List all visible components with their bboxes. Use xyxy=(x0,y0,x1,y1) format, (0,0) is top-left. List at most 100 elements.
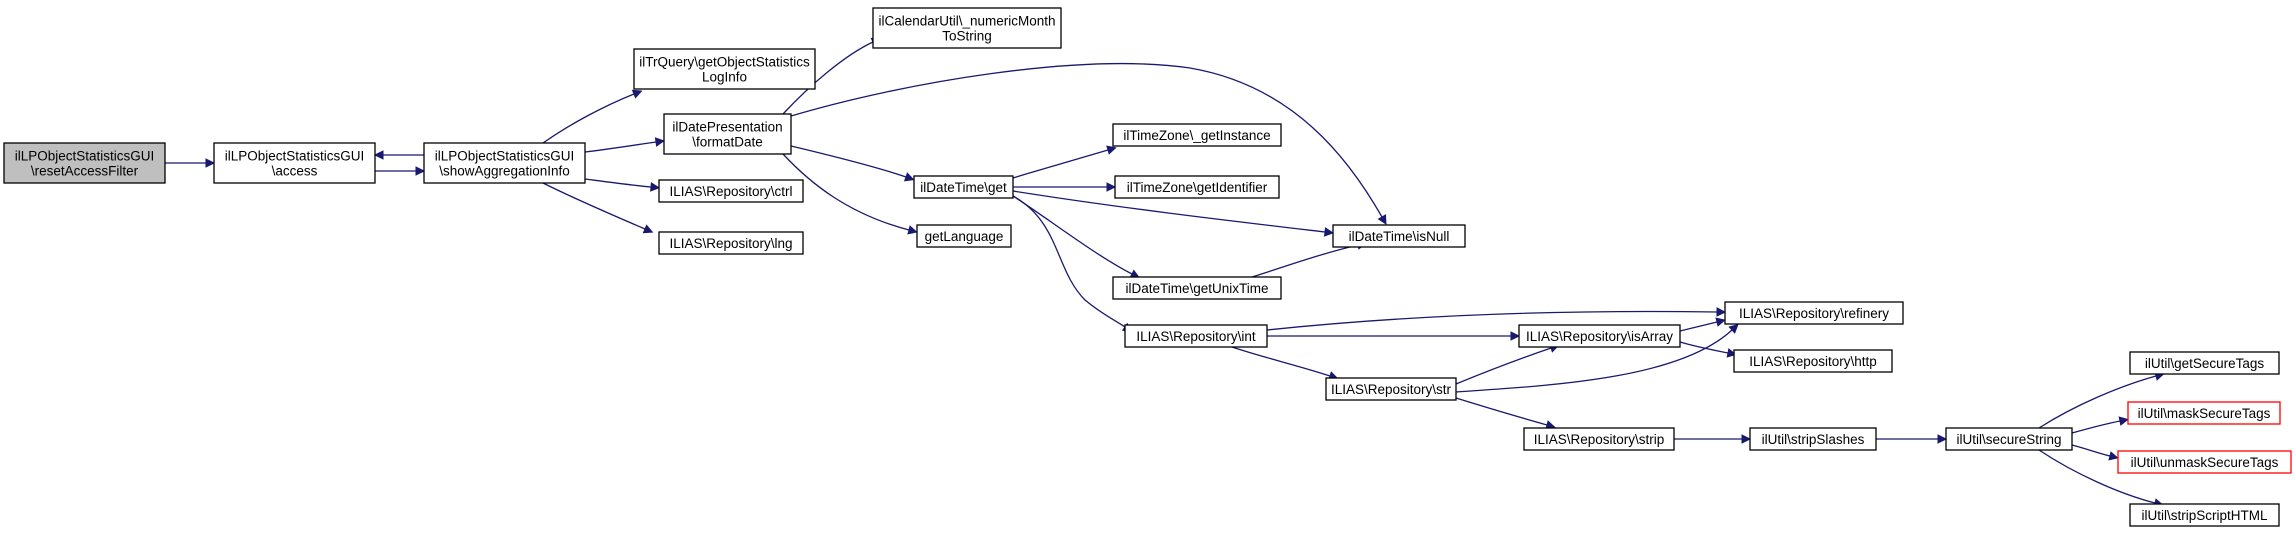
node-box xyxy=(1112,276,1282,300)
node-strip[interactable]: ILIAS\Repository\strip xyxy=(1523,427,1675,451)
node-stripSlashes[interactable]: ilUtil\stripSlashes xyxy=(1749,427,1877,451)
edge-line xyxy=(1012,195,1133,275)
edge-formatDate-to-getLanguage xyxy=(782,153,918,235)
edge-int-to-isArray xyxy=(1267,331,1521,341)
edge-isArray-to-http xyxy=(1679,341,1737,358)
edge-line xyxy=(584,141,657,153)
edge-stripSlashes-to-secureString xyxy=(1876,434,1948,444)
node-label: ilTimeZone\getIdentifier xyxy=(1127,180,1268,195)
node-stripScriptHTML[interactable]: ilUtil\stripScriptHTML xyxy=(2129,503,2280,527)
node-label: ILIAS\Repository\refinery xyxy=(1739,306,1889,321)
arrowhead xyxy=(1106,145,1117,155)
edge-showAggregationInfo-to-lng xyxy=(542,182,654,234)
edge-str-to-refinery xyxy=(1455,323,1739,393)
edge-str-to-isArray xyxy=(1455,343,1560,385)
arrowhead xyxy=(205,158,216,168)
node-box xyxy=(2127,401,2281,425)
edge-line xyxy=(1455,347,1552,385)
node-getUnixTime[interactable]: ilDateTime\getUnixTime xyxy=(1112,276,1282,300)
arrowhead xyxy=(373,150,384,160)
node-refinery[interactable]: ILIAS\Repository\refinery xyxy=(1724,301,1904,325)
edge-line xyxy=(790,145,907,178)
arrowhead xyxy=(903,172,915,182)
node-dateTimeGet[interactable]: ilDateTime\get xyxy=(913,175,1014,199)
node-label: ilUtil\stripSlashes xyxy=(1762,432,1865,447)
arrowhead xyxy=(1741,434,1752,444)
node-label: \resetAccessFilter xyxy=(31,164,139,179)
node-lng[interactable]: ILIAS\Repository\lng xyxy=(658,231,804,255)
node-maskSecureTags[interactable]: ilUtil\maskSecureTags xyxy=(2127,401,2281,425)
edge-line xyxy=(1266,310,1718,331)
node-label: \access xyxy=(272,164,318,179)
node-secureString[interactable]: ilUtil\secureString xyxy=(1945,427,2073,451)
node-isNull[interactable]: ilDateTime\isNull xyxy=(1332,224,1466,248)
node-ctrl[interactable]: ILIAS\Repository\ctrl xyxy=(658,179,804,203)
node-getInstance[interactable]: ilTimeZone\_getInstance xyxy=(1112,123,1282,147)
arrowhead xyxy=(650,182,661,192)
node-box xyxy=(663,113,792,155)
arrowhead xyxy=(415,166,426,176)
edge-line xyxy=(542,182,646,230)
node-box xyxy=(633,48,816,90)
edge-dateTimeGet-to-getInstance xyxy=(1012,145,1117,179)
node-box xyxy=(3,142,166,184)
edge-int-to-refinery xyxy=(1266,307,1727,331)
node-resetAccessFilter[interactable]: ilLPObjectStatisticsGUI\resetAccessFilte… xyxy=(3,142,166,184)
edge-line xyxy=(2071,420,2121,434)
node-label: ILIAS\Repository\isArray xyxy=(1526,329,1673,344)
node-box xyxy=(913,175,1014,199)
edge-line xyxy=(1455,397,1548,426)
edge-formatDate-to-isNull xyxy=(790,63,1387,225)
node-showAggregationInfo[interactable]: ilLPObjectStatisticsGUI\showAggregationI… xyxy=(423,142,586,184)
node-formatDate[interactable]: ilDatePresentation\formatDate xyxy=(663,113,792,155)
node-label: ilUtil\secureString xyxy=(1956,432,2061,447)
arrowhead xyxy=(1106,182,1117,192)
arrowhead xyxy=(1937,434,1948,444)
node-box xyxy=(2129,351,2280,375)
node-label: ilDateTime\getUnixTime xyxy=(1125,281,1268,296)
node-label: ToString xyxy=(942,29,992,44)
node-label: ilTrQuery\getObjectStatistics xyxy=(639,55,810,70)
node-box xyxy=(1114,175,1280,199)
edge-line xyxy=(542,93,635,144)
node-isArray[interactable]: ILIAS\Repository\isArray xyxy=(1518,324,1681,348)
node-label: ILIAS\Repository\http xyxy=(1749,354,1877,369)
node-box xyxy=(1523,427,1675,451)
node-getSecureTags[interactable]: ilUtil\getSecureTags xyxy=(2129,351,2280,375)
node-box xyxy=(1124,324,1268,348)
node-label: ilLPObjectStatisticsGUI xyxy=(15,149,155,164)
node-getLanguage[interactable]: getLanguage xyxy=(916,224,1012,248)
node-label: ilDatePresentation xyxy=(672,120,782,135)
edge-secureString-to-unmaskSecureTags xyxy=(2071,444,2119,461)
node-label: ilDateTime\get xyxy=(920,180,1007,195)
edge-line xyxy=(782,153,910,231)
edge-line xyxy=(1012,195,1126,328)
node-box xyxy=(872,7,1062,49)
node-box xyxy=(658,179,804,203)
node-str[interactable]: ILIAS\Repository\str xyxy=(1325,377,1457,401)
edge-line xyxy=(584,178,652,188)
node-box xyxy=(1518,324,1681,348)
node-http[interactable]: ILIAS\Repository\http xyxy=(1733,349,1893,373)
node-int[interactable]: ILIAS\Repository\int xyxy=(1124,324,1268,348)
node-label: ilUtil\maskSecureTags xyxy=(2138,406,2271,421)
node-getIdentifier[interactable]: ilTimeZone\getIdentifier xyxy=(1114,175,1280,199)
edge-access-to-showAggregationInfo xyxy=(375,166,426,176)
edge-line xyxy=(2038,449,2156,504)
node-box xyxy=(916,224,1012,248)
node-box xyxy=(1945,427,2073,451)
node-box xyxy=(1332,224,1466,248)
node-access[interactable]: ilLPObjectStatisticsGUI\access xyxy=(213,142,376,184)
node-box xyxy=(213,142,376,184)
arrowhead xyxy=(1323,227,1335,237)
edge-line xyxy=(1012,149,1109,179)
node-label: ILIAS\Repository\ctrl xyxy=(669,184,792,199)
edge-line xyxy=(1679,321,1718,332)
node-box xyxy=(2129,503,2280,527)
node-unmaskSecureTags[interactable]: ilUtil\unmaskSecureTags xyxy=(2117,450,2292,474)
arrowhead xyxy=(2108,451,2119,461)
node-box xyxy=(1733,349,1893,373)
